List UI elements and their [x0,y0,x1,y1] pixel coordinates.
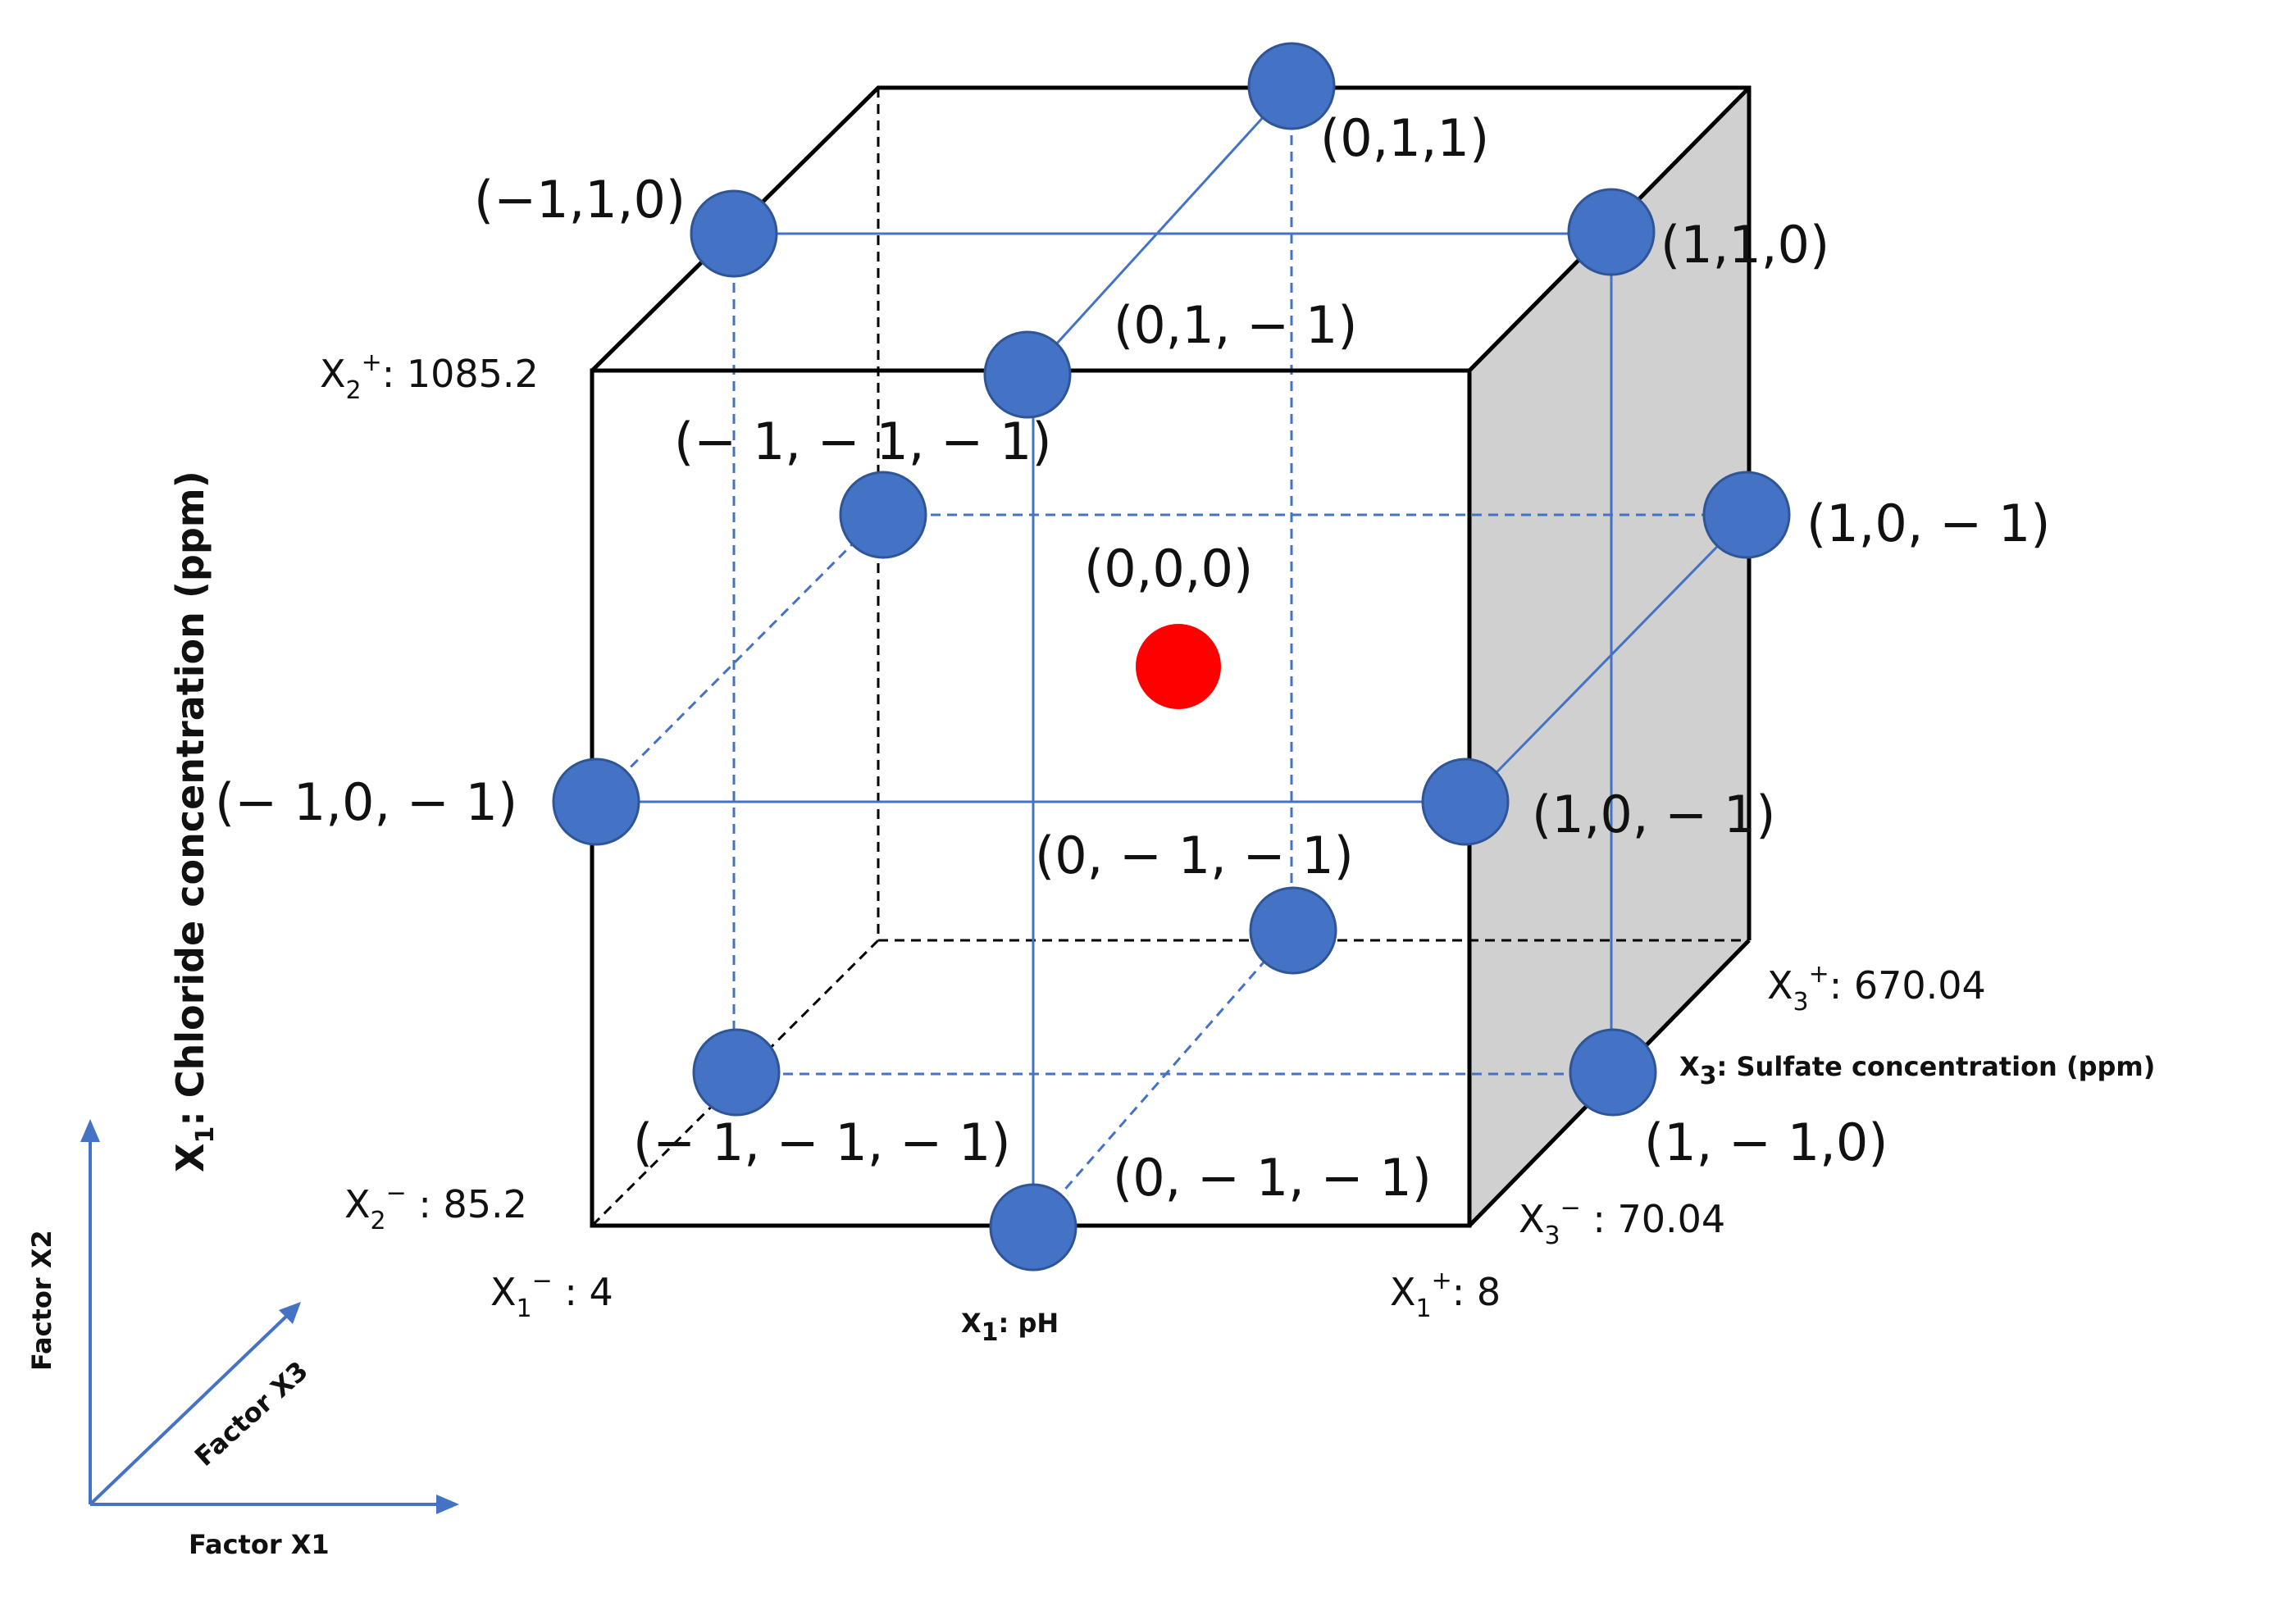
point-label: (1,1,0) [1660,215,1829,275]
design-point-front-right [1421,758,1510,846]
design-point-back-left [839,471,927,559]
design-point-0-1-m1 [983,330,1072,419]
point-label: (0,1,1) [1320,108,1489,168]
factor-x1-label: Factor X1 [189,1529,330,1560]
center-point [1136,624,1221,709]
point-label: (1, − 1,0) [1644,1112,1888,1172]
point-label: (0, − 1, − 1) [1113,1148,1432,1208]
x2-minus-limit: X2− : 85.2 [344,1179,527,1235]
point-label: (1,0, − 1) [1806,494,2051,553]
design-guide-lines [594,84,1748,1226]
point-label: (0,0,0) [1084,539,1253,598]
point-label: (0, − 1, − 1) [1035,826,1354,885]
point-label: (− 1, − 1, − 1) [633,1112,1011,1172]
x1-ph-title: X1: pH [961,1308,1059,1347]
point-label: (0,1, − 1) [1114,295,1358,355]
design-point-bottom-front [989,1183,1077,1272]
design-point-bottom-back [1249,886,1337,975]
design-point-front-left [552,758,640,846]
design-point-bottom-right [1569,1028,1657,1117]
point-labels: (0,1,1) (−1,1,0) (1,1,0) (0,1, − 1) (− 1… [215,108,2051,1208]
factor-limit-labels: X2+: 1085.2 X2− : 85.2 X1− : 4 X1+: 8 X3… [320,348,1986,1323]
arrowhead-up-icon [80,1119,100,1142]
arrowhead-right-icon [436,1495,459,1514]
x3-minus-limit: X3− : 70.04 [1519,1194,1725,1250]
chloride-axis-title: X1: Chloride concentration (ppm) [168,471,220,1172]
design-point-m1-1-0 [690,189,778,278]
point-label: (1,0, − 1) [1532,785,1776,844]
design-points [552,42,1791,1272]
point-label: (−1,1,0) [474,170,686,230]
x3-plus-limit: X3+: 670.04 [1767,960,1986,1017]
design-point-1-1-0 [1567,188,1656,276]
x2-plus-limit: X2+: 1085.2 [320,348,539,405]
factor-x2-label: Factor X2 [26,1230,57,1371]
point-label: (− 1,0, − 1) [215,772,517,832]
factor-x3-label: Factor X3 [189,1355,314,1472]
point-label: (− 1, − 1, − 1) [674,412,1052,471]
design-point-bottom-left [692,1028,781,1117]
x3-sulfate-title: X3: Sulfate concentration (ppm) [1679,1051,2155,1090]
x1-plus-limit: X1+: 8 [1390,1267,1501,1323]
design-point-0-1-1 [1247,42,1336,130]
arrowhead-diagonal-icon [279,1302,301,1324]
x1-minus-limit: X1− : 4 [490,1267,613,1323]
design-point-back-right [1702,471,1791,559]
